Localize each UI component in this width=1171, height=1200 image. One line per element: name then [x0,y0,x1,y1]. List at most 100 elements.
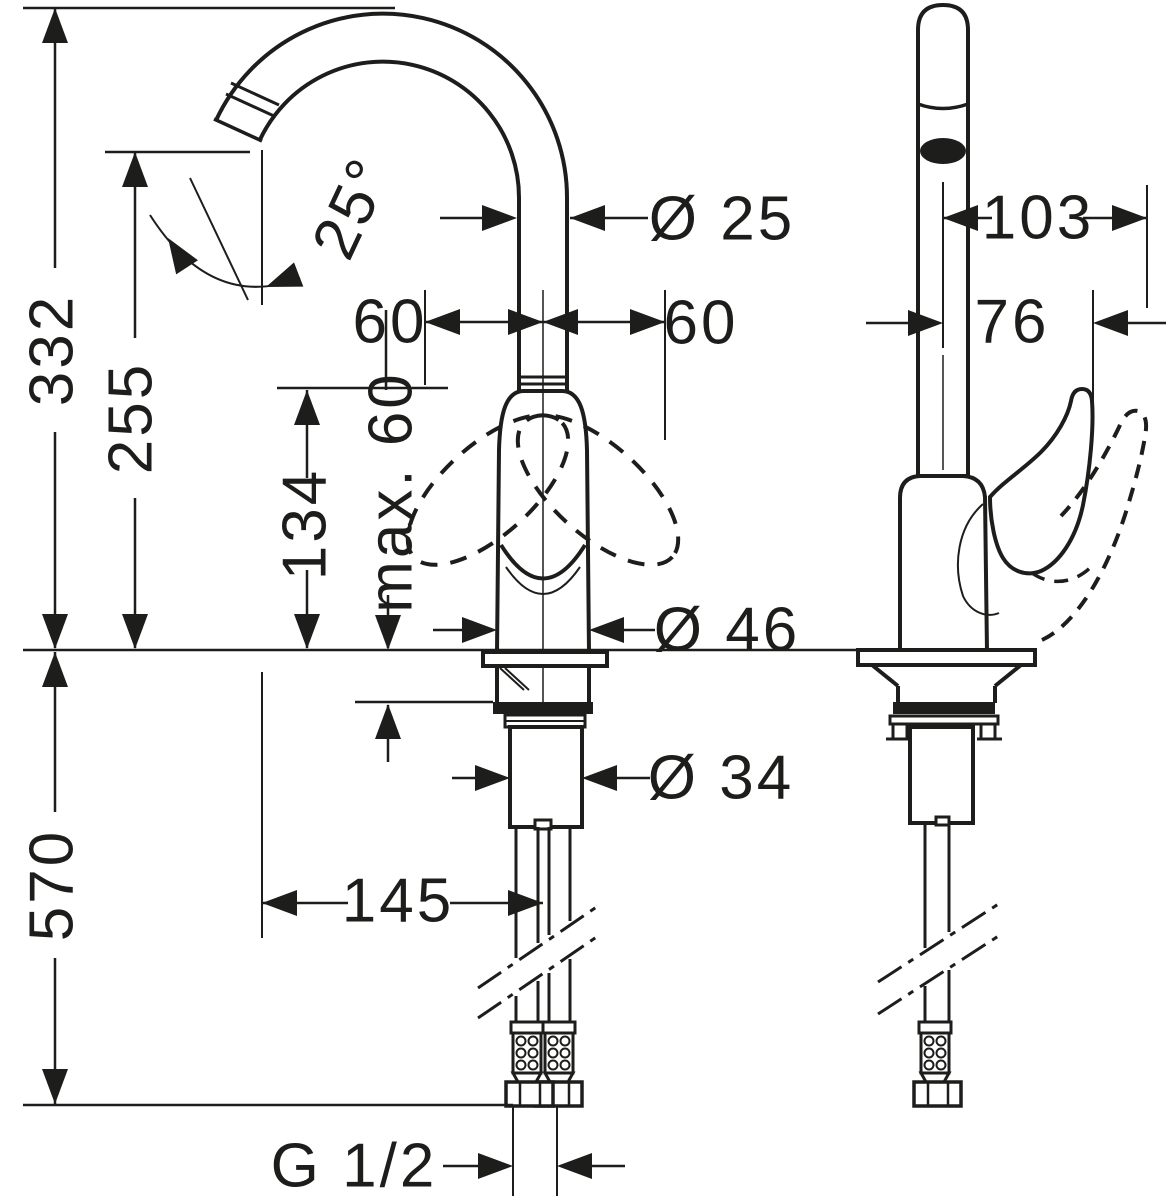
aerator-ring [230,81,280,107]
hex-nut [912,1080,963,1108]
arrowhead [425,309,460,335]
mounting-tab-right [979,722,997,741]
dim-label-g12: G 1/2 [271,1132,438,1200]
hatch-line [504,667,530,691]
arrowhead [589,617,624,643]
escutcheon-plate [481,650,609,668]
arrowhead [375,615,401,650]
dim-label-76: 76 [975,288,1050,357]
arrowhead [570,205,605,231]
dimension-body-diameter: Ø 46 [433,596,800,665]
arrowhead [122,152,148,187]
arrowhead [1093,310,1128,336]
spout-outlet-opening [920,138,966,164]
arrowhead [1112,205,1147,231]
escutcheon-cone [993,663,1023,688]
braid-bead [935,1047,947,1059]
break-line [877,933,1001,1016]
dimension-max-deck-thickness: max. 60 [357,310,426,762]
mounting-tab-left [891,722,909,741]
dim-label-255: 255 [97,362,166,474]
arrowhead [261,262,304,300]
braid-bead [515,1047,527,1059]
dim-label-25deg: 25° [299,147,405,269]
braid-bead [527,1035,539,1047]
arrowhead [475,765,510,791]
dim-label-dia-34: Ø 34 [648,744,794,813]
angle-reference-line [189,177,249,301]
dimension-below-deck-length: 570 [18,652,87,1104]
break-line [477,934,599,1020]
spout-tube-fill [218,15,566,392]
dim-label-332: 332 [18,294,87,406]
connector-braid [511,1031,543,1075]
connector-collar [509,1020,545,1035]
front-view [213,11,681,1108]
break-line [877,901,1001,984]
arrowhead [42,614,68,649]
escutcheon-plate-side [856,648,1037,667]
hose-connector-left [504,1020,555,1108]
arrowhead [582,765,617,791]
arrowhead [262,890,297,916]
dimension-handle-projection: 76 [866,288,1166,402]
connector-collar [917,1020,953,1035]
connector-braid [919,1031,951,1075]
dim-label-dia-25: Ø 25 [649,185,795,254]
arrowhead [157,230,198,275]
dim-label-dia-46: Ø 46 [654,596,800,665]
arrowhead [42,652,68,687]
dim-label-570: 570 [18,829,87,941]
handle-open-position-dashed [1041,408,1149,642]
supply-hoses [477,827,599,1022]
dim-label-max-60: max. 60 [357,371,426,613]
aerator-ring [225,92,275,118]
spout-band-side [917,102,969,111]
arrowhead [294,390,320,425]
dim-label-134: 134 [271,468,340,580]
handle-swivel-range-dashed-right [515,413,681,567]
connector-collar [541,1020,577,1035]
spout-outlet-face [213,117,263,143]
side-view [856,2,1149,1108]
dimension-spout-reach: 145 [261,672,543,938]
braid-bead [923,1047,935,1059]
dimension-overall-height: 332 [18,8,87,649]
braid-bead [515,1059,527,1071]
arrowhead [478,1153,513,1179]
break-line [477,904,599,990]
braid-bead [559,1059,571,1071]
arrowhead [294,614,320,649]
dimension-body-height: 134 [271,390,340,649]
handle-travel-arc-dashed [1030,563,1095,584]
arrowhead [482,205,517,231]
braid-bead [547,1035,559,1047]
seal-ring [493,702,593,714]
braid-bead [547,1059,559,1071]
arrowhead [375,704,401,739]
arrowhead [630,309,665,335]
dimension-spout-tube-diameter: Ø 25 [440,185,795,254]
handle-lever-side [987,386,1095,576]
seal-ring-side [893,702,995,714]
braid-bead [527,1059,539,1071]
shank-notch [533,818,553,831]
braid-bead [923,1059,935,1071]
braid-bead [559,1035,571,1047]
braid-bead [935,1059,947,1071]
braid-bead [923,1035,935,1047]
dim-label-60-right: 60 [664,289,739,358]
dimension-spout-angle: 25° [149,147,405,305]
hatch-line [499,667,525,691]
threaded-shank [508,725,584,829]
braid-bead [935,1035,947,1047]
shank-notch-side [934,815,951,827]
handle-dome-edge [957,503,1000,616]
dim-label-145: 145 [342,867,454,936]
mounting-washer-side [888,714,1000,726]
arrowhead [462,617,497,643]
reference-lines [23,6,1035,1107]
arrowhead [42,8,68,43]
